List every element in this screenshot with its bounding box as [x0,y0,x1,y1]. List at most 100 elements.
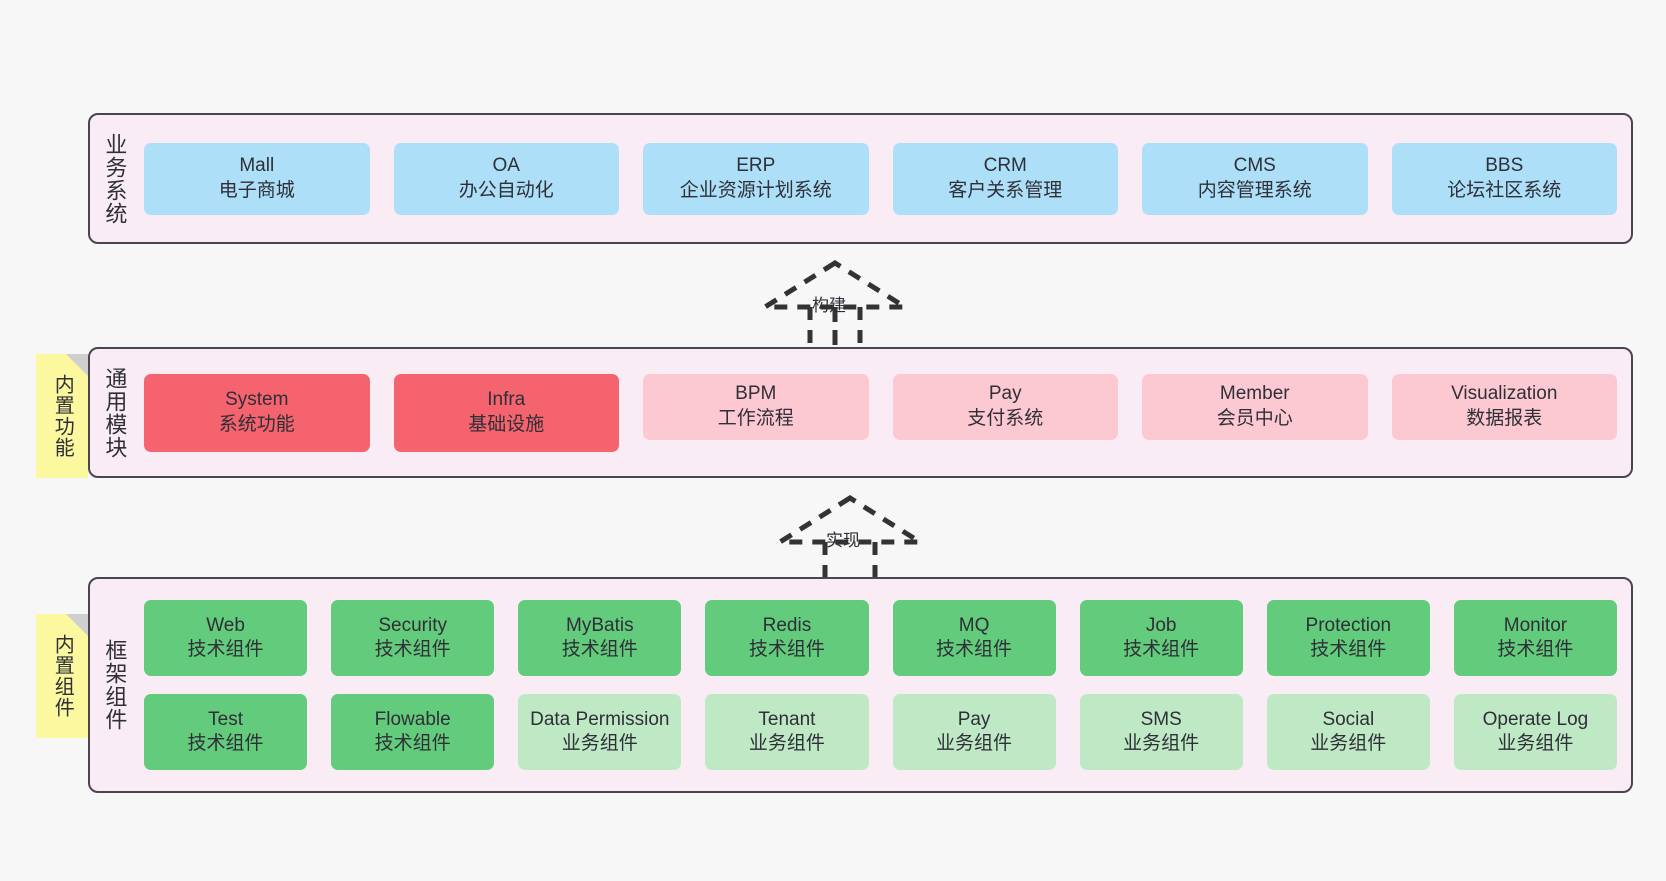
connector-implement-label: 实现 [826,531,860,550]
node-subtitle: 办公自动化 [458,179,554,201]
layer-framework-components: 框架组件 Web 技术组件 Security 技术组件 MyBatis 技术组件… [88,577,1633,793]
flag-label: 内置功能 [51,374,74,458]
node-name: Infra [487,389,526,411]
node-member[interactable]: Member 会员中心 [1142,373,1368,440]
node-subtitle: 技术组件 [1497,639,1574,660]
node-subtitle: 客户关系管理 [948,179,1063,201]
node-name: Operate Log [1482,708,1589,730]
node-name: Redis [762,614,812,636]
node-security[interactable]: Security 技术组件 [331,600,495,676]
node-name: Flowable [374,708,451,730]
node-mall[interactable]: Mall 电子商城 [144,142,370,215]
node-subtitle: 技术组件 [187,733,264,754]
flag-label: 内置组件 [51,634,74,718]
node-name: Mall [239,155,275,177]
node-crm[interactable]: CRM 客户关系管理 [892,142,1118,215]
node-subtitle: 电子商城 [218,179,295,201]
layer-title-framework-components: 框架组件 [102,639,128,731]
node-name: Social [1322,708,1375,730]
node-name: Web [206,614,245,636]
node-subtitle: 数据报表 [1466,407,1543,429]
node-row: Web 技术组件 Security 技术组件 MyBatis 技术组件 Redi… [144,600,1617,676]
node-test[interactable]: Test 技术组件 [144,694,308,770]
node-name: Pay [988,383,1022,405]
node-name: MQ [958,614,990,636]
node-name: System [225,389,289,411]
node-subtitle: 技术组件 [187,639,264,660]
node-mybatis[interactable]: MyBatis 技术组件 [518,600,682,676]
node-protection[interactable]: Protection 技术组件 [1266,600,1430,676]
node-subtitle: 技术组件 [1310,639,1387,660]
node-web[interactable]: Web 技术组件 [144,600,308,676]
node-subtitle: 会员中心 [1216,407,1293,429]
layer-body-common-modules: System 系统功能 Infra 基础设施 BPM 工作流程 Pay 支付系统… [138,349,1631,476]
node-subtitle: 内容管理系统 [1197,179,1312,201]
node-subtitle: 技术组件 [936,639,1013,660]
node-flowable[interactable]: Flowable 技术组件 [331,694,495,770]
node-name: Job [1145,614,1177,636]
node-bpm[interactable]: BPM 工作流程 [643,373,869,440]
node-name: ERP [736,155,776,177]
node-subtitle: 系统功能 [218,413,295,435]
node-name: Monitor [1503,614,1568,636]
node-job[interactable]: Job 技术组件 [1079,600,1243,676]
page-fold-corner-icon [66,354,88,376]
node-row: Test 技术组件 Flowable 技术组件 Data Permission … [144,694,1617,770]
node-subtitle: 业务组件 [748,733,825,754]
node-name: SMS [1140,708,1182,730]
layer-body-framework-components: Web 技术组件 Security 技术组件 MyBatis 技术组件 Redi… [138,579,1631,791]
layer-business-system: 业务系统 Mall 电子商城 OA 办公自动化 ERP 企业资源计划系统 CRM… [88,113,1633,244]
node-monitor[interactable]: Monitor 技术组件 [1453,600,1617,676]
node-redis[interactable]: Redis 技术组件 [705,600,869,676]
node-erp[interactable]: ERP 企业资源计划系统 [643,142,869,215]
node-subtitle: 技术组件 [374,733,451,754]
node-subtitle: 业务组件 [561,733,638,754]
flag-built-in-features: 内置功能 [36,354,88,478]
node-subtitle: 支付系统 [967,407,1044,429]
node-infra[interactable]: Infra 基础设施 [393,373,619,452]
node-subtitle: 业务组件 [936,733,1013,754]
node-pay-business[interactable]: Pay 业务组件 [892,694,1056,770]
node-subtitle: 业务组件 [1310,733,1387,754]
node-social[interactable]: Social 业务组件 [1266,694,1430,770]
node-subtitle: 技术组件 [374,639,451,660]
node-subtitle: 技术组件 [561,639,638,660]
layer-title-common-modules: 通用模块 [102,366,128,459]
node-name: BPM [735,383,777,405]
node-bbs[interactable]: BBS 论坛社区系统 [1391,142,1617,215]
node-name: Tenant [758,708,816,730]
node-name: OA [492,155,520,177]
node-name: CRM [983,155,1027,177]
node-oa[interactable]: OA 办公自动化 [393,142,619,215]
node-sms[interactable]: SMS 业务组件 [1079,694,1243,770]
node-system[interactable]: System 系统功能 [144,373,370,452]
node-name: Test [208,708,243,730]
node-operate-log[interactable]: Operate Log 业务组件 [1453,694,1617,770]
node-mq[interactable]: MQ 技术组件 [892,600,1056,676]
node-subtitle: 论坛社区系统 [1447,179,1562,201]
node-pay[interactable]: Pay 支付系统 [892,373,1118,440]
node-subtitle: 企业资源计划系统 [679,179,832,201]
node-name: BBS [1485,155,1524,177]
layer-body-business-system: Mall 电子商城 OA 办公自动化 ERP 企业资源计划系统 CRM 客户关系… [138,115,1631,242]
node-subtitle: 技术组件 [748,639,825,660]
node-row: Mall 电子商城 OA 办公自动化 ERP 企业资源计划系统 CRM 客户关系… [144,142,1617,215]
node-cms[interactable]: CMS 内容管理系统 [1142,142,1368,215]
node-data-permission[interactable]: Data Permission 业务组件 [518,694,682,770]
connector-build-label: 构建 [812,296,846,315]
connector-implement-arrow [771,495,929,580]
page-fold-corner-icon [66,614,88,636]
flag-built-in-components: 内置组件 [36,614,88,738]
node-name: Security [378,614,447,636]
node-name: Member [1219,383,1290,405]
node-visualization[interactable]: Visualization 数据报表 [1391,373,1617,440]
node-tenant[interactable]: Tenant 业务组件 [705,694,869,770]
node-name: MyBatis [566,614,634,636]
node-name: CMS [1233,155,1276,177]
node-name: Data Permission [530,708,670,730]
node-subtitle: 业务组件 [1497,733,1574,754]
node-name: Pay [957,708,991,730]
layer-common-modules: 通用模块 System 系统功能 Infra 基础设施 BPM 工作流程 Pay… [88,347,1633,478]
node-subtitle: 基础设施 [468,413,545,435]
node-subtitle: 技术组件 [1123,639,1200,660]
